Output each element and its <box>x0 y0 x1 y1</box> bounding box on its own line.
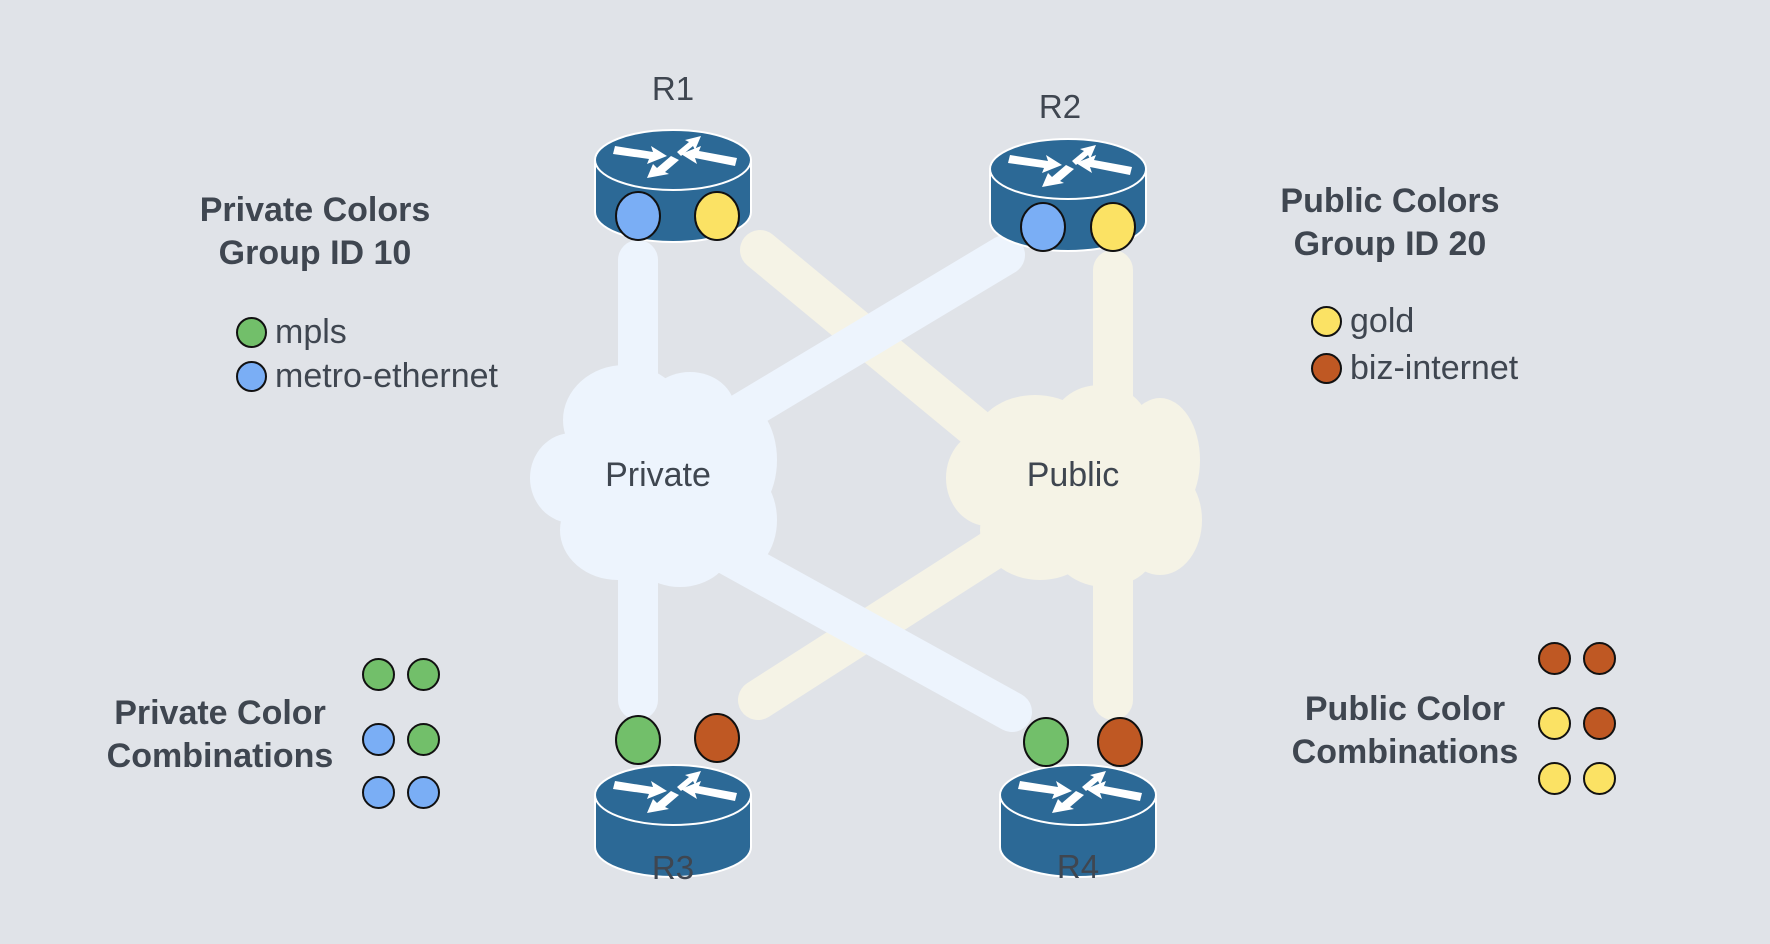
router-arrows-icon <box>613 136 737 178</box>
private-combinations-title-line1: Private Color <box>114 694 326 732</box>
public-group-title-line2: Group ID 20 <box>1293 225 1487 263</box>
biz-internet-combination-dot <box>1583 707 1616 740</box>
router-arrows-icon <box>1018 771 1142 813</box>
legend-label: metro-ethernet <box>275 357 498 395</box>
biz-internet-combination-dot <box>1538 642 1571 675</box>
gold-combination-dot <box>1583 762 1616 795</box>
public-combination-grid <box>1538 642 1618 800</box>
public-combinations-title-line2: Combinations <box>1291 733 1519 771</box>
legend-item-biz-internet: biz-internet <box>1311 349 1518 388</box>
private-combination-grid <box>362 658 442 810</box>
router-arrows-icon <box>1008 145 1132 187</box>
public-group-title: Public Colors Group ID 20 <box>1250 180 1530 266</box>
legend-item-mpls: mpls <box>236 313 347 352</box>
router-r4[interactable] <box>999 764 1157 878</box>
router-label-r3: R3 <box>651 849 695 886</box>
r4-biz-internet-interface-dot <box>1097 717 1143 767</box>
legend-label: gold <box>1350 302 1415 340</box>
gold-color-dot <box>1311 306 1342 337</box>
public-cloud <box>946 385 1202 587</box>
metro-ethernet-combination-dot <box>407 776 440 809</box>
legend-label: biz-internet <box>1350 349 1519 387</box>
biz-internet-color-dot <box>1311 353 1342 384</box>
private-group-title: Private Colors Group ID 10 <box>180 189 450 275</box>
public-cloud-label: Public <box>1026 456 1120 494</box>
r3-biz-internet-interface-dot <box>694 713 740 763</box>
link-r4-private <box>708 535 1032 732</box>
private-group-title-line1: Private Colors <box>199 191 431 229</box>
router-arrows-icon <box>613 771 737 813</box>
gold-combination-dot <box>1538 762 1571 795</box>
r1-gold-interface-dot <box>694 191 740 241</box>
mpls-combination-dot <box>407 658 440 691</box>
metro-ethernet-combination-dot <box>362 723 395 756</box>
gold-combination-dot <box>1538 707 1571 740</box>
private-group-title-line2: Group ID 10 <box>218 234 412 272</box>
public-combinations-title: Public Color Combinations <box>1280 688 1530 774</box>
r4-mpls-interface-dot <box>1023 717 1069 767</box>
private-combinations-title-line2: Combinations <box>106 737 334 775</box>
r1-metro-ethernet-interface-dot <box>615 191 661 241</box>
private-cloud <box>530 365 777 587</box>
r2-gold-interface-dot <box>1090 202 1136 252</box>
metro-ethernet-combination-dot <box>362 776 395 809</box>
private-cloud-label: Private <box>605 456 711 494</box>
link-r2-private <box>710 235 1025 440</box>
legend-item-gold: gold <box>1311 302 1414 341</box>
mpls-combination-dot <box>407 723 440 756</box>
private-combinations-title: Private Color Combinations <box>95 692 345 778</box>
router-label-r2: R2 <box>1038 88 1082 125</box>
public-group-title-line1: Public Colors <box>1280 182 1500 220</box>
mpls-color-dot <box>236 317 267 348</box>
r2-metro-ethernet-interface-dot <box>1020 202 1066 252</box>
router-label-r4: R4 <box>1056 848 1100 885</box>
router-r3[interactable] <box>594 764 752 878</box>
legend-label: mpls <box>275 313 347 351</box>
public-combinations-title-line1: Public Color <box>1304 690 1506 728</box>
biz-internet-combination-dot <box>1583 642 1616 675</box>
mpls-combination-dot <box>362 658 395 691</box>
router-label-r1: R1 <box>651 70 695 107</box>
legend-item-metro-ethernet: metro-ethernet <box>236 357 498 396</box>
r3-mpls-interface-dot <box>615 715 661 765</box>
metro-ethernet-color-dot <box>236 361 267 392</box>
